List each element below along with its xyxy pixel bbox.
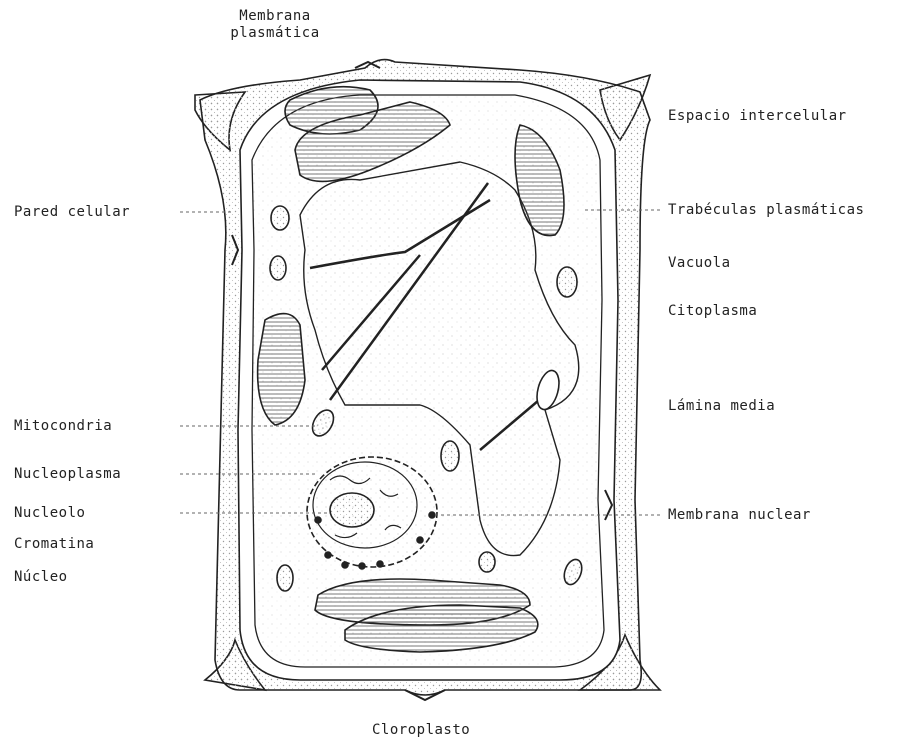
- label-pared-celular: Pared celular: [14, 204, 130, 220]
- label-vacuola: Vacuola: [668, 255, 731, 271]
- label-citoplasma: Citoplasma: [668, 303, 757, 319]
- label-membrana-nuclear: Membrana nuclear: [668, 507, 811, 523]
- label-nucleolo: Nucleolo: [14, 505, 85, 521]
- label-mitocondria: Mitocondria: [14, 418, 112, 434]
- label-nucleo: Núcleo: [14, 569, 68, 585]
- mitochondrion-1: [271, 206, 289, 230]
- nucleolus: [330, 493, 374, 527]
- label-cloroplasto: Cloroplasto: [372, 722, 470, 738]
- mitochondrion-8: [277, 565, 293, 591]
- label-cromatina: Cromatina: [14, 536, 94, 552]
- label-nucleoplasma: Nucleoplasma: [14, 466, 121, 482]
- label-membrana-plasmatica: Membrana plasmática: [205, 8, 345, 42]
- mitochondrion-4: [441, 441, 459, 471]
- label-espacio-intercelular: Espacio intercelular: [668, 108, 847, 124]
- mitochondrion-2: [270, 256, 286, 280]
- mitochondrion-5: [557, 267, 577, 297]
- mitochondrion-6: [479, 552, 495, 572]
- label-lamina-media: Lámina media: [668, 398, 775, 414]
- label-trabeculas: Trabéculas plasmáticas: [668, 202, 864, 218]
